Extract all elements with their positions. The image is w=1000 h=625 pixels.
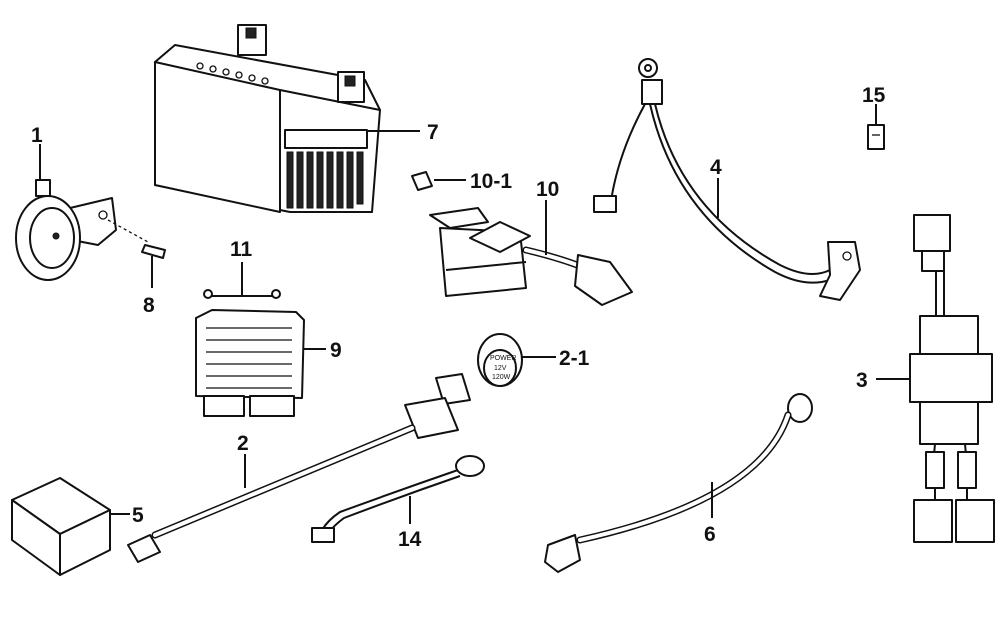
connector-part-15 xyxy=(867,104,885,150)
callout-7: 7 xyxy=(427,121,439,144)
battery-cable-part xyxy=(544,393,813,573)
battery-terminal-left xyxy=(237,24,267,56)
callout-10-1: 10-1 xyxy=(470,170,512,193)
screws-part xyxy=(203,262,281,299)
box-part xyxy=(11,477,130,576)
battery-part xyxy=(154,24,420,213)
callout-4: 4 xyxy=(710,156,722,179)
callout-3: 3 xyxy=(856,369,868,392)
harness-part xyxy=(593,58,861,301)
callout-1: 1 xyxy=(31,124,43,147)
callout-2: 2 xyxy=(237,432,249,455)
socket-harness-part xyxy=(127,373,471,563)
callout-11: 11 xyxy=(230,238,253,261)
callout-9: 9 xyxy=(330,339,342,362)
battery-terminal-right xyxy=(337,71,365,103)
relay-block-part xyxy=(429,200,633,306)
regulator-part xyxy=(195,309,326,417)
horn-part xyxy=(15,144,117,281)
socket-cap-label-voltage: 12V xyxy=(494,365,507,372)
fuse-part xyxy=(411,171,466,191)
battery-cell-caps xyxy=(196,62,269,85)
battery-vents xyxy=(286,151,364,209)
callout-15: 15 xyxy=(862,84,886,107)
callout-5: 5 xyxy=(132,504,144,527)
callout-8: 8 xyxy=(143,294,155,317)
callout-2-1: 2-1 xyxy=(559,347,590,370)
small-harness-part xyxy=(311,455,485,543)
bolt-part xyxy=(107,219,166,288)
socket-cap-label-watt: 120W xyxy=(492,374,511,381)
callout-6: 6 xyxy=(704,523,716,546)
socket-cap-part: POWER 12V 120W xyxy=(477,333,556,387)
regulator-fins xyxy=(206,327,292,389)
callout-14: 14 xyxy=(398,528,422,551)
relay-harness-part xyxy=(876,214,995,543)
callout-10: 10 xyxy=(536,178,559,201)
socket-cap-label-power: POWER xyxy=(490,355,516,362)
